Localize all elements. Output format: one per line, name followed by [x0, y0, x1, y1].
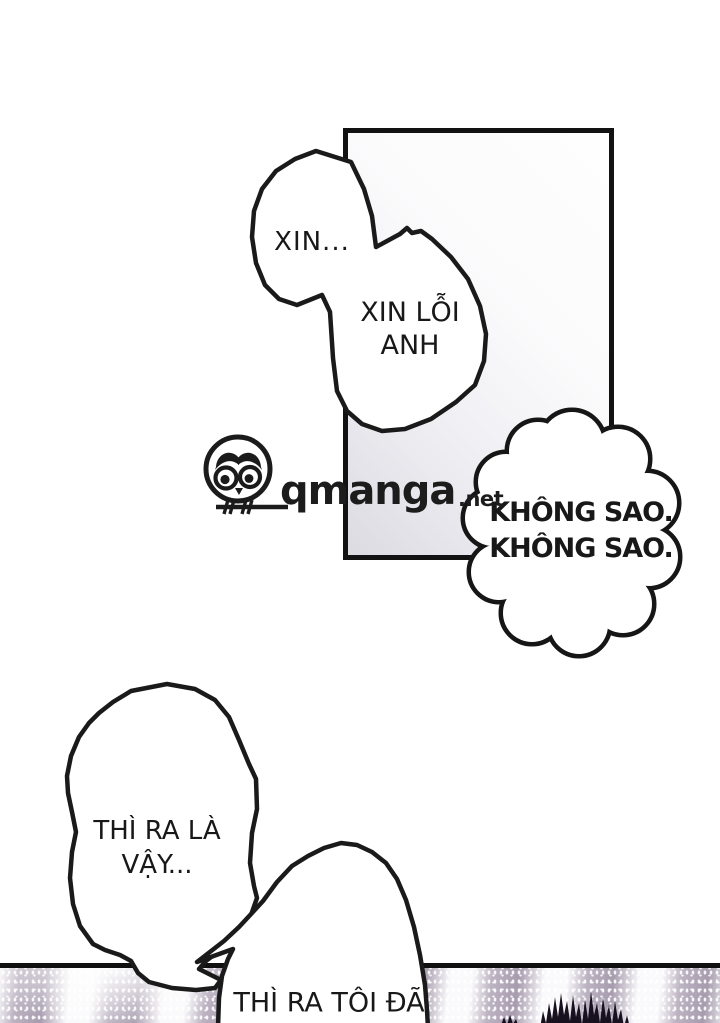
watermark-logo: qmanga .net	[194, 432, 514, 527]
watermark-site-name: qmanga	[280, 468, 456, 514]
speech-bubble-thi-ra	[64, 681, 260, 993]
dialogue-line: KHÔNG SAO.	[489, 497, 674, 528]
dialogue-thi-ra-toi: THÌ RA TÔI ĐÃ	[233, 988, 424, 1019]
dialogue-line: KHÔNG SAO.	[489, 533, 674, 564]
thought-cloud-khong-sao	[460, 407, 683, 659]
dialogue-khong-sao: KHÔNG SAO. KHÔNG SAO.	[489, 495, 674, 567]
speech-bubble-xin-and-xin-loi	[249, 148, 489, 434]
dialogue-xin-loi: XIN LỖI ANH	[360, 296, 460, 362]
dialogue-line: THÌ RA TÔI ĐÃ	[233, 987, 425, 1019]
dialogue-thi-ra: THÌ RA LÀ VẬY...	[93, 814, 220, 882]
owl-icon	[203, 434, 288, 515]
watermark-site-tld: .net	[458, 487, 504, 511]
grass-spikes-silhouette	[501, 991, 629, 1023]
speech-bubble-thi-ra-toi	[194, 840, 430, 1023]
dialogue-line: THÌ RA LÀ	[93, 816, 221, 846]
dialogue-line: XIN LỖI	[360, 297, 460, 328]
dialogue-line: ANH	[380, 330, 440, 361]
dialogue-line: XIN...	[274, 227, 350, 257]
dialogue-xin: XIN...	[274, 227, 350, 257]
dialogue-line: VẬY...	[121, 850, 193, 880]
